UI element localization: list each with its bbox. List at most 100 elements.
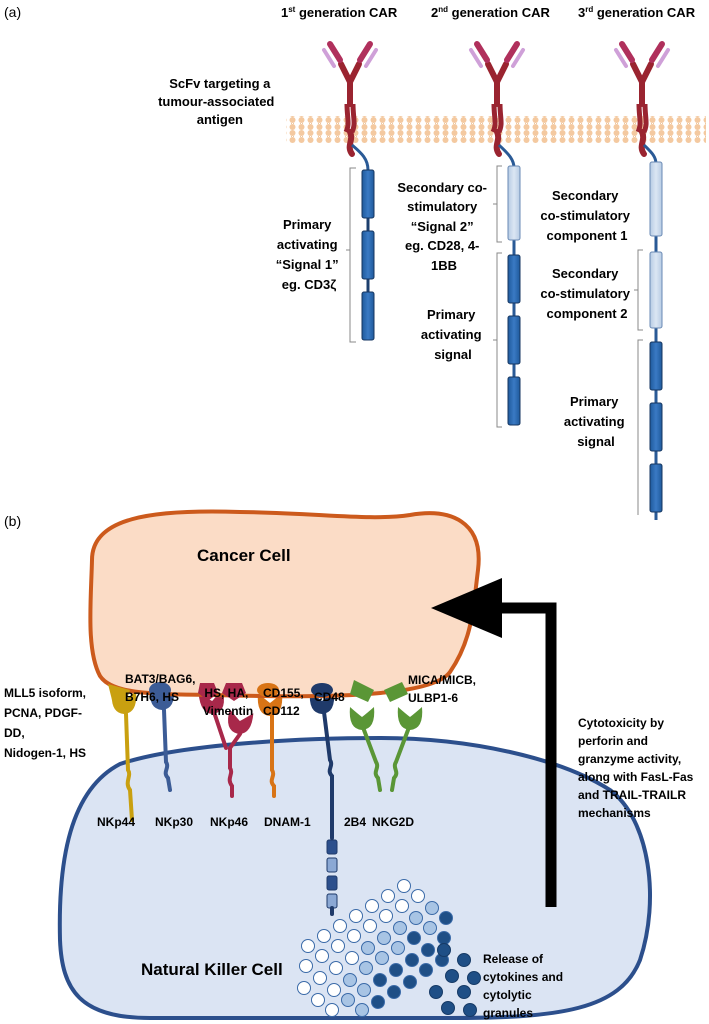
granule [395,899,409,913]
gen2-costim-line: eg. CD28, 4- [405,238,479,253]
cytotoxicity-line: granzyme activity, [578,752,681,766]
gen2-primary-line: signal [434,347,472,362]
granule [357,983,371,997]
panel-a-label: (a) [4,4,21,20]
granule [359,961,373,975]
granule [345,951,359,965]
nkg2d-ligand-line: ULBP1-6 [408,691,458,705]
granule [301,939,315,953]
gen2-signalling-chain [493,143,521,428]
released-granule [441,1001,455,1015]
nkp46-ligand [198,683,218,701]
nk-cell-label: Natural Killer Cell [141,960,283,979]
gen2-primary-line: activating [421,327,482,342]
granule [379,909,393,923]
cytotoxicity-line: along with FasL-Fas [578,770,694,784]
release-line: Release of [483,952,544,966]
nkp30-stalk [162,708,172,792]
nkg2d-ligand [384,682,408,702]
granule [437,931,451,945]
nkp46-ligand-line: HS, HA, [204,686,248,700]
granule [299,959,313,973]
granule [311,993,325,1007]
ligands [108,680,408,704]
release-line: cytolytic [483,988,532,1002]
gen1-signal-line: “Signal 1” [276,257,339,272]
dnam1-receptor [257,693,283,716]
scfv-label-line: antigen [197,112,243,127]
granule [423,921,437,935]
cytotoxicity-line: mechanisms [578,806,651,820]
gen3-costim2-line: co-stimulatory [540,286,630,301]
gen3-costim2-line: component 2 [547,306,628,321]
b24-ligand-label: CD48 [314,690,345,704]
granule [389,963,403,977]
granule [425,901,439,915]
nkp46-stalk [212,710,242,798]
gen2-costim-label: Secondary co- stimulatory “Signal 2” eg.… [397,180,490,273]
scfv-label-line: ScFv targeting a [169,76,271,91]
granule [377,931,391,945]
gen3-primary-line: Primary [570,394,619,409]
gen3-costim2-label: Secondary co-stimulatory component 2 [540,266,633,321]
nkp44-ligand-line: PCNA, PDGF- [4,706,82,720]
gen2-costim-line: “Signal 2” [411,219,474,234]
gen3-costim2-line: Secondary [552,266,619,281]
gen3-costim1-line: co-stimulatory [540,208,630,223]
nkp30-ligand-label: BAT3/BAG6, B7H6, HS [125,672,199,704]
gen3-signalling-chain [634,143,663,520]
cytotoxicity-line: perforin and [578,734,648,748]
b24-ligand [311,683,333,697]
released-granule [467,971,481,985]
gen2-costim-line: Secondary co- [397,180,487,195]
nkp44-ligand [108,684,130,704]
cytotoxicity-line: and TRAIL-TRAILR [578,788,686,802]
cancer-cell [88,509,481,699]
b24-stalk [322,710,334,840]
granule [355,1003,369,1017]
cytotoxicity-line: Cytotoxicity by [578,716,664,730]
nkg2d-label: NKG2D [372,815,414,829]
gen3-costim1-line: component 1 [547,228,628,243]
gen1-signal-line: eg. CD3ζ [282,277,336,292]
granule [371,995,385,1009]
nkg2d-ligand [350,680,374,702]
nkp30-ligand [149,682,171,698]
b24-label: 2B4 [344,815,366,829]
gen1-signalling-chain [346,143,375,343]
cytotoxicity-label: Cytotoxicity by perforin and granzyme ac… [578,716,697,820]
granule [387,985,401,999]
nkp44-stalk [124,712,134,822]
gen3-costim1-label: Secondary co-stimulatory component 1 [540,188,633,243]
cancer-cell-label: Cancer Cell [197,546,291,565]
granule [373,973,387,987]
granule [363,919,377,933]
granule [315,949,329,963]
b24-itsm-segment [326,875,338,891]
nkp44-ligand-line: Nidogen-1, HS [4,746,86,760]
gen1-signal-line: activating [277,237,338,252]
granule [361,941,375,955]
gen2-primary-line: Primary [427,307,476,322]
granule [421,943,435,957]
dnam1-label: DNAM-1 [264,815,311,829]
generation-header: 2nd generation CAR [431,5,550,20]
granule [343,973,357,987]
nkg2d-stalk [362,728,382,792]
nkp30-ligand-line: BAT3/BAG6, [125,672,195,686]
scfv-label-line: tumour-associated [158,94,274,109]
granule [391,941,405,955]
nkp44-ligand-line: MLL5 isoform, [4,686,86,700]
nkg2d-ligand-label: MICA/MICB, ULBP1-6 [408,673,479,705]
released-granule [445,969,459,983]
nkp44-ligand-label: MLL5 isoform, PCNA, PDGF- DD, Nidogen-1,… [4,686,89,760]
granule [297,981,311,995]
nkp46-ligand [222,683,246,701]
granule [313,971,327,985]
released-granule [429,985,443,999]
granule [409,911,423,925]
granule [419,963,433,977]
granule [381,889,395,903]
